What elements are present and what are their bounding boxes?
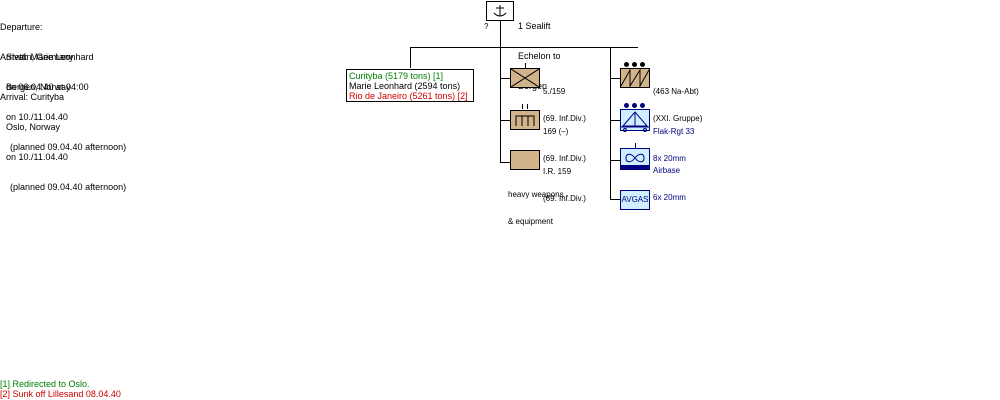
u2-size-tick-a <box>522 104 523 109</box>
unit-avgas[interactable]: AVGAS <box>620 190 650 210</box>
ship-rio-de-janeiro: Rio de Janeiro (5261 tons) [2] <box>349 91 468 101</box>
unit-463-label: (463 Na-Abt) (XXI. Gruppe) <box>653 69 702 132</box>
unit-169-label: 169 (–) (69. Inf.Div.) <box>543 109 586 172</box>
root-question-mark: ? <box>484 22 489 31</box>
arrival-2-place: Oslo, Norway <box>6 122 61 132</box>
u2-size-tick-b <box>527 104 528 109</box>
departure-heading: Departure: <box>0 22 43 32</box>
footnote-2: [2] Sunk off Lillesand 08.04.40 <box>0 389 121 399</box>
root-label-line1: 1 Sealift <box>518 21 551 31</box>
u5-connector <box>610 120 620 121</box>
unit-463-name: (463 Na-Abt) <box>653 87 699 96</box>
unit-flak-rgt-33[interactable] <box>620 109 650 132</box>
unit-flak-detail: 8x 20mm <box>653 154 686 163</box>
root-node[interactable] <box>486 1 514 21</box>
ships-box[interactable]: Curityba (5179 tons) [1] Marie Leonhard … <box>346 69 474 102</box>
unit-463-parent: (XXI. Gruppe) <box>653 114 703 123</box>
u2-connector <box>500 120 510 121</box>
u3-connector <box>500 162 510 163</box>
u5-size-dot-3 <box>640 103 645 108</box>
u4-connector <box>610 78 620 79</box>
u5-size-dot-2 <box>632 103 637 108</box>
u1-size-tick <box>525 63 526 68</box>
ships-drop-line <box>410 47 411 68</box>
arrival-1-planned: (planned 09.04.40 afternoon) <box>10 142 127 152</box>
unit-5-159-label: 5./159 (69. Inf.Div.) <box>543 69 586 132</box>
unit-169-name: 169 (–) <box>543 127 569 136</box>
departure-block: Departure: Stettin, Germany on 06.04.40 … <box>0 2 89 102</box>
footnote-1: [1] Redirected to Oslo. <box>0 379 90 389</box>
anchor-icon <box>493 5 507 17</box>
arrival-2-planned: (planned 09.04.40 afternoon) <box>10 182 127 192</box>
u6-connector <box>610 160 620 161</box>
unit-5-159-parent: (69. Inf.Div.) <box>543 114 586 123</box>
arrival-block-2: Arrival: Curityba Oslo, Norway on 10./11… <box>0 72 126 202</box>
unit-ir-159-name: I.R. 159 <box>543 167 572 176</box>
radar-icon <box>621 111 649 132</box>
u5-size-dot-1 <box>624 103 629 108</box>
arrival-1-date: on 10./11.04.40 <box>6 112 68 122</box>
unit-ir-159-note-1: heavy weapons <box>508 190 564 199</box>
unit-flak-label: Flak-Rgt 33 8x 20mm <box>653 109 694 172</box>
unit-airbase-name: Airbase <box>653 166 681 175</box>
u6-size-tick <box>635 143 636 148</box>
signal-icon <box>621 69 649 87</box>
unit-airbase[interactable] <box>620 148 650 170</box>
right-trunk-line <box>610 47 611 200</box>
unit-ir-159-note-2: & equipment <box>508 217 553 226</box>
ship-marie-leonhard: Marie Leonhard (2594 tons) <box>349 81 461 91</box>
unit-flak-name: Flak-Rgt 33 <box>653 127 695 136</box>
unit-airbase-detail: 6x 20mm <box>653 193 686 202</box>
unit-5-159-name: 5./159 <box>543 87 566 96</box>
u1-connector <box>500 78 510 79</box>
unit-ir-159-parent: (69. Inf.Div.) <box>543 194 586 203</box>
departure-time: on 06.04.40 at 04:00 <box>6 82 89 92</box>
departure-place: Stettin, Germany <box>6 52 74 62</box>
arrival-1-heading: Arrival: Marie Leonhard <box>0 52 94 62</box>
unit-airbase-label: Airbase 6x 20mm <box>653 148 686 211</box>
arrival-2-heading: Arrival: Curityba <box>0 92 65 102</box>
arrival-block-1: Arrival: Marie Leonhard Bergen, Norway o… <box>0 32 126 162</box>
u4-size-dot-1 <box>624 62 629 67</box>
ship-curityba: Curityba (5179 tons) [1] <box>349 71 444 81</box>
branch-bar <box>410 47 638 48</box>
unit-ir-159-label: I.R. 159 (69. Inf.Div.) <box>543 149 586 212</box>
u7-connector <box>610 199 620 200</box>
airbase-icon <box>621 153 649 169</box>
unit-ir-159[interactable] <box>510 150 540 170</box>
arrival-1-place: Bergen, Norway <box>6 82 71 92</box>
u4-size-dot-2 <box>632 62 637 67</box>
signal-icon <box>515 115 535 126</box>
unit-463-na-abt[interactable] <box>620 68 650 88</box>
unit-169-parent: (69. Inf.Div.) <box>543 154 586 163</box>
unit-169[interactable] <box>510 110 540 130</box>
infantry-cross-icon <box>511 69 539 87</box>
unit-5-159[interactable] <box>510 68 540 88</box>
arrival-2-date: on 10./11.04.40 <box>6 152 68 162</box>
unit-ir-159-note: heavy weapons & equipment <box>508 172 564 235</box>
u4-size-dot-3 <box>640 62 645 67</box>
root-label-line2: Echelon to <box>518 51 561 61</box>
unit-avgas-name: AVGAS <box>621 195 649 204</box>
trunk-line <box>500 21 501 163</box>
